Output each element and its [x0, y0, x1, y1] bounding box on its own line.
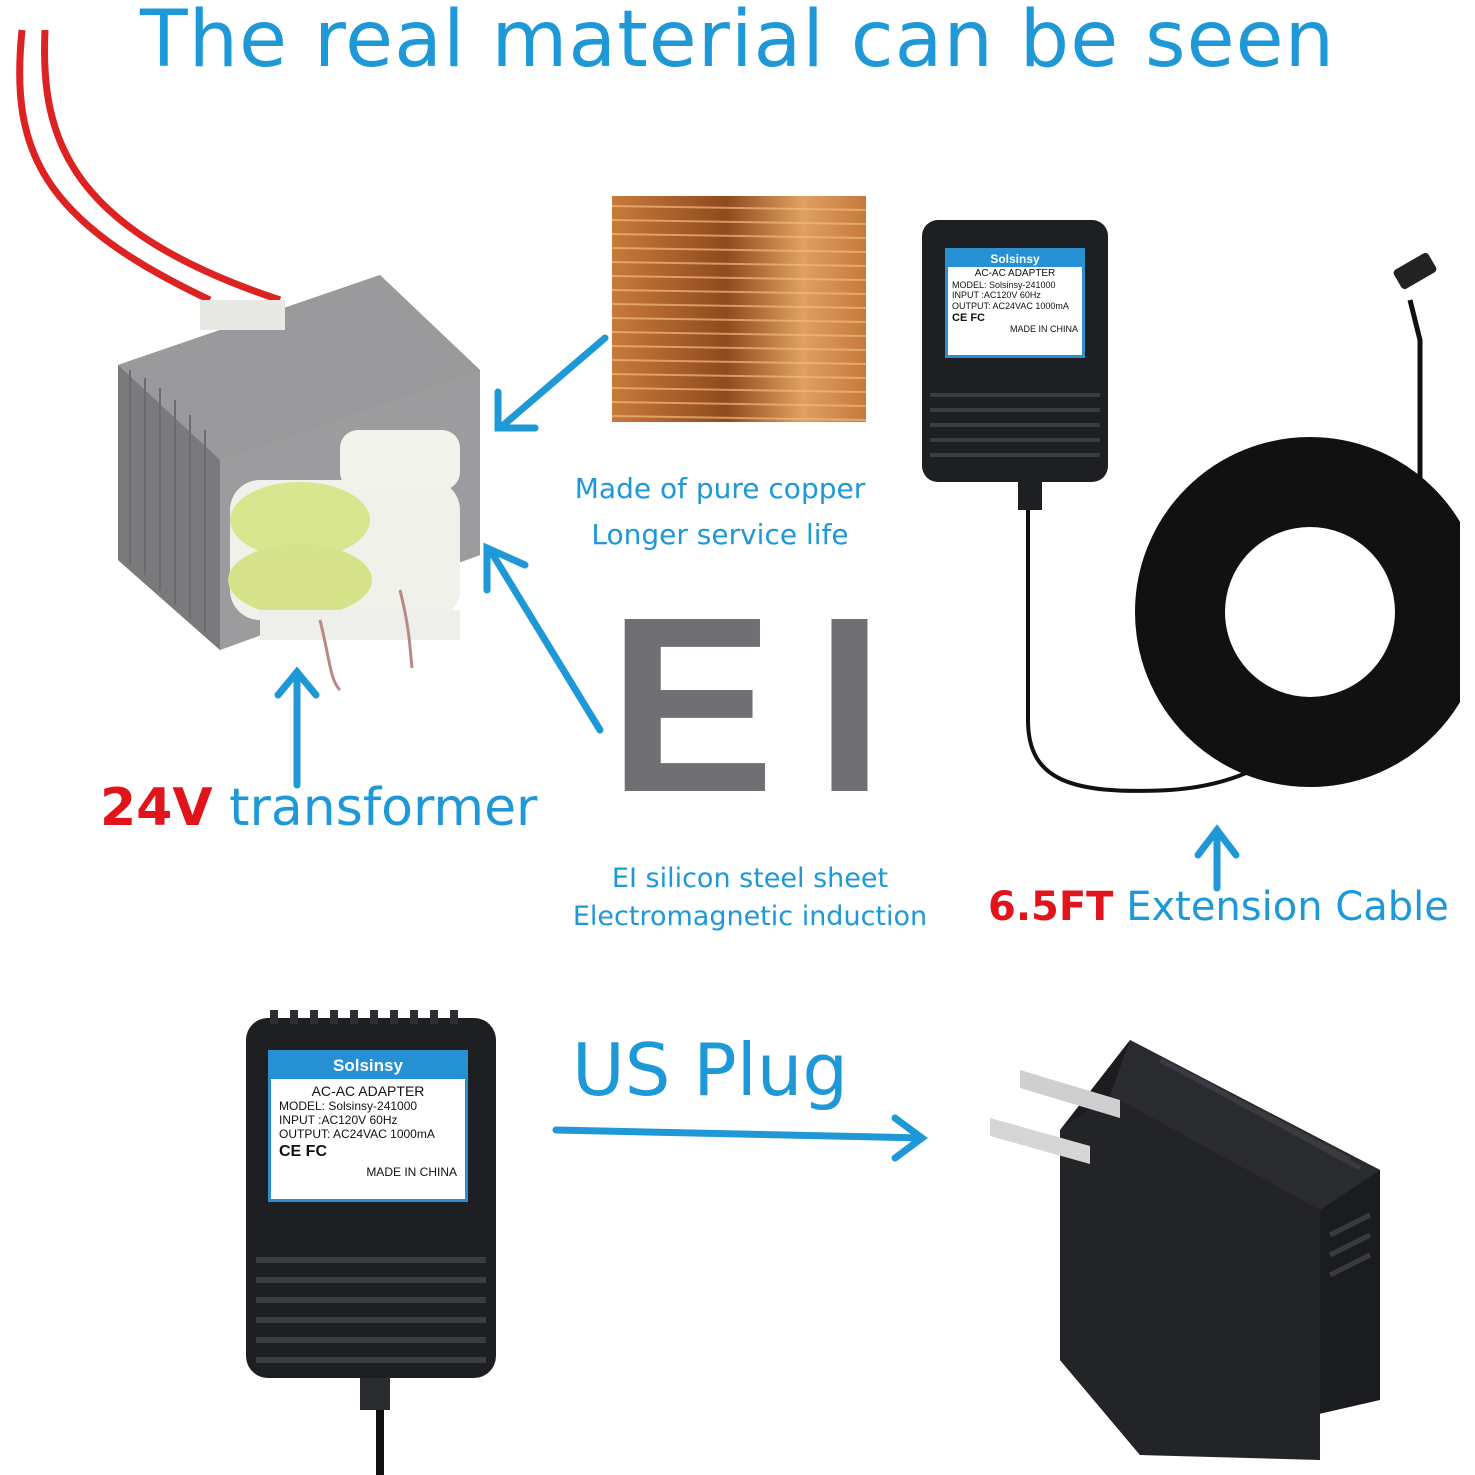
copper-wire-image	[612, 196, 866, 422]
label-input: INPUT :AC120V 60Hz	[279, 1113, 398, 1127]
ei-caption-line2: Electromagnetic induction	[572, 901, 928, 932]
cable-length: 6.5FT	[988, 884, 1114, 930]
copper-caption-line1: Made of pure copper	[574, 472, 866, 505]
label-model: MODEL: Solsinsy-241000	[279, 1099, 418, 1113]
us-plug-caption: US Plug	[572, 1028, 849, 1112]
label-input: INPUT :AC120V 60Hz	[952, 290, 1041, 300]
plug-side-image	[990, 1040, 1380, 1460]
label-type: AC-AC ADAPTER	[974, 268, 1056, 279]
adapter-label-large: Solsinsy AC-AC ADAPTER MODEL: Solsinsy-2…	[268, 1050, 468, 1202]
label-marks: CE FC	[279, 1143, 327, 1160]
transformer-voltage: 24V	[100, 778, 213, 838]
adapter-label-small: Solsinsy AC-AC ADAPTER MODEL: Solsinsy-2…	[945, 248, 1085, 358]
label-model: MODEL: Solsinsy-241000	[952, 279, 1056, 290]
label-brand: Solsinsy	[271, 1053, 465, 1079]
ei-core-letters: EI	[608, 565, 925, 844]
transformer-caption: 24V transformer	[100, 780, 537, 836]
label-marks: CE FC	[952, 312, 985, 324]
label-origin: MADE IN CHINA	[366, 1165, 457, 1179]
label-origin: MADE IN CHINA	[1009, 323, 1078, 334]
cable-caption: 6.5FT Extension Cable	[988, 882, 1449, 932]
label-output: OUTPUT: AC24VAC 1000mA	[279, 1127, 435, 1141]
page-title: The real material can be seen	[139, 0, 1336, 85]
label-type: AC-AC ADAPTER	[311, 1083, 425, 1099]
label-brand: Solsinsy	[948, 251, 1082, 267]
transformer-image	[16, 29, 480, 692]
cable-word: Extension Cable	[1126, 884, 1449, 930]
label-output: OUTPUT: AC24VAC 1000mA	[952, 300, 1069, 311]
copper-caption: Made of pure copper Longer service life	[540, 470, 900, 554]
copper-caption-line2: Longer service life	[591, 518, 849, 551]
ei-caption-line1: EI silicon steel sheet	[611, 863, 889, 894]
ei-caption: EI silicon steel sheet Electromagnetic i…	[555, 860, 945, 936]
transformer-word: transformer	[229, 778, 538, 838]
